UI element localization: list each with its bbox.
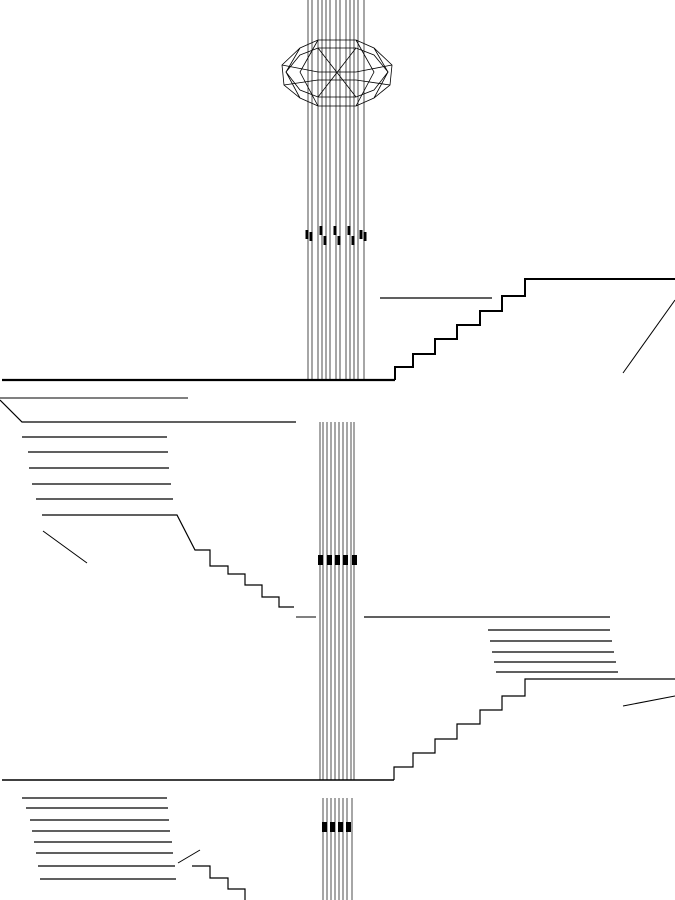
cable-clamp: [347, 226, 351, 235]
cable-clamps: [305, 226, 367, 832]
cable-clamp: [337, 236, 341, 245]
cable-clamp: [335, 555, 340, 565]
cable-clamp: [346, 822, 351, 832]
cable-clamp: [305, 230, 309, 239]
diagonal-line: [42, 530, 88, 564]
cable-clamp: [359, 230, 363, 239]
cable-clamp: [333, 226, 337, 235]
cable-clamp: [352, 555, 357, 565]
chandelier: [281, 39, 393, 107]
cable-clamp: [351, 236, 355, 245]
chandelier-cables: [307, 0, 365, 900]
stair-bottom-left: [192, 865, 246, 900]
staircases: [42, 278, 675, 900]
cable-clamp: [318, 555, 323, 565]
stair-upper-right: [394, 278, 675, 380]
floor-slabs: [0, 297, 675, 864]
stair-middle-left: [42, 514, 294, 608]
diagonal-line: [622, 695, 675, 707]
diagonal-line: [622, 299, 675, 374]
cable-clamp: [327, 555, 332, 565]
cable-clamp: [363, 232, 367, 241]
cable-clamp: [319, 226, 323, 235]
cable-clamp: [323, 236, 327, 245]
cable-clamp: [330, 822, 335, 832]
stair-lower-right: [393, 678, 675, 780]
cable-clamp: [338, 822, 343, 832]
cable-clamp: [309, 232, 313, 241]
cable-clamp: [322, 822, 327, 832]
cable-clamp: [343, 555, 348, 565]
diagonal-line: [177, 849, 201, 864]
stair-treads: [22, 436, 618, 880]
slab-edge: [0, 399, 296, 423]
